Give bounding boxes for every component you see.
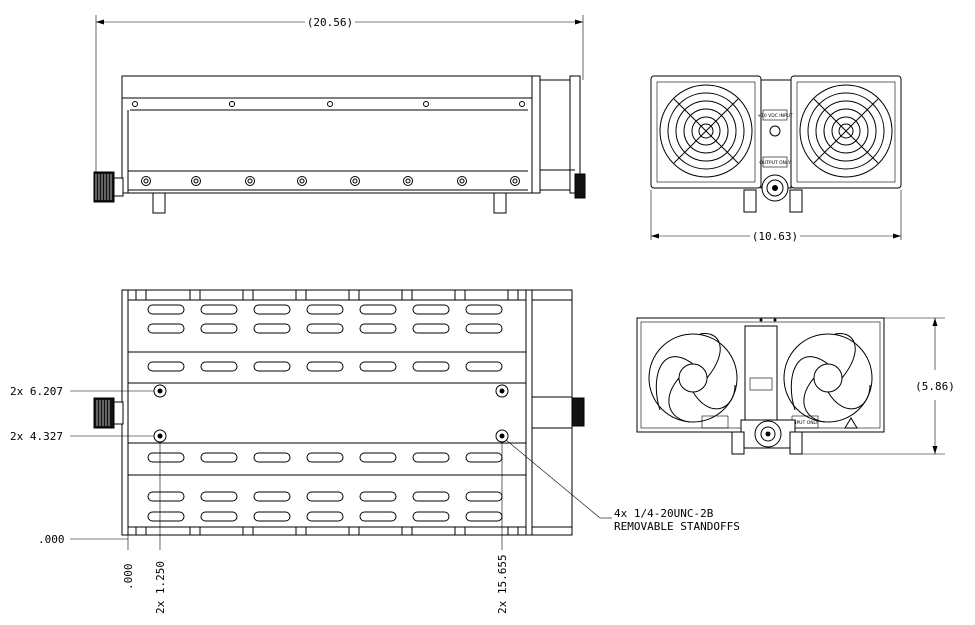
front-output-label-box [762,156,788,168]
rear-center-plate [749,377,773,391]
side-fan-housing [539,79,576,191]
front-view: +10 VDC INPUT OUTPUT ONLY (10.63) [650,75,902,243]
side-top-screws [132,101,525,107]
arrowhead [575,19,583,25]
arrowhead [932,318,938,326]
overall-width-label: (10.63) [752,230,798,243]
front-output-label: OUTPUT ONLY [759,160,791,166]
rear-connector-pin [765,431,771,437]
rear-center-column [744,325,778,427]
rear-fan-right [783,333,873,423]
side-end-plate [531,75,541,194]
side-rail-screws [141,176,520,186]
side-knob-knurl [95,174,112,200]
ordinate-y-zero-label: .000 [38,533,65,546]
overall-height-label: (5.86) [915,380,955,393]
side-body [121,75,533,194]
callout-line-1: 4x 1/4-20UNC-2B [614,507,714,520]
rear-fan-left [648,333,738,423]
front-rf-input-label: +10 VDC INPUT [757,113,793,119]
front-fan-left-grille [659,84,753,178]
rear-screw [773,318,777,322]
front-fan-right-inner [796,81,896,183]
plan-view: 2x 6.207 2x 4.327 .000 .000 2x 1.250 2x … [10,289,740,614]
ordinate-y-top-label: 2x 6.207 [10,385,63,398]
plan-connector-knob-right [571,397,585,427]
warning-icon [844,417,858,429]
plan-body [121,289,533,536]
rear-view: INPUT ONLY (5.86) [636,317,955,455]
arrowhead [651,233,659,239]
arrowhead [932,446,938,454]
front-fan-left-inner [656,81,756,183]
ordinate-x-left-label: 2x 1.250 [154,561,167,614]
rear-foot-left [731,431,745,455]
rear-connector-inner [760,426,776,442]
overall-length-label: (20.56) [307,16,353,29]
ordinate-x-right-label: 2x 15.655 [496,554,509,614]
rear-screw [759,318,763,322]
front-input-port [769,125,781,137]
side-connector-knob-right [574,173,586,199]
ordinate-y-mid-label: 2x 4.327 [10,430,63,443]
side-foot-right [493,192,507,214]
front-rf-input-label-box [762,109,788,121]
front-output-connector-pin [772,185,778,191]
rear-warning-label-box [701,415,729,429]
rear-input-label: INPUT ONLY [792,420,819,426]
front-foot-left [743,189,757,213]
arrowhead [96,19,104,25]
arrowhead [893,233,901,239]
plan-vent-slots [147,304,503,522]
callout-leader [505,439,601,519]
ordinate-x-zero-label: .000 [122,564,135,591]
front-center-panel [760,79,792,189]
front-foot-right [789,189,803,213]
plan-knob-knurl [96,400,110,426]
callout-line-2: REMOVABLE STANDOFFS [614,520,740,533]
front-output-connector-inner [766,179,784,197]
side-view: (20.56) [93,15,586,214]
rear-foot-right [789,431,803,455]
side-foot-left [152,192,166,214]
plan-edge-clips [135,289,519,536]
front-fan-right-grille [799,84,893,178]
plan-end-housing [531,289,573,536]
